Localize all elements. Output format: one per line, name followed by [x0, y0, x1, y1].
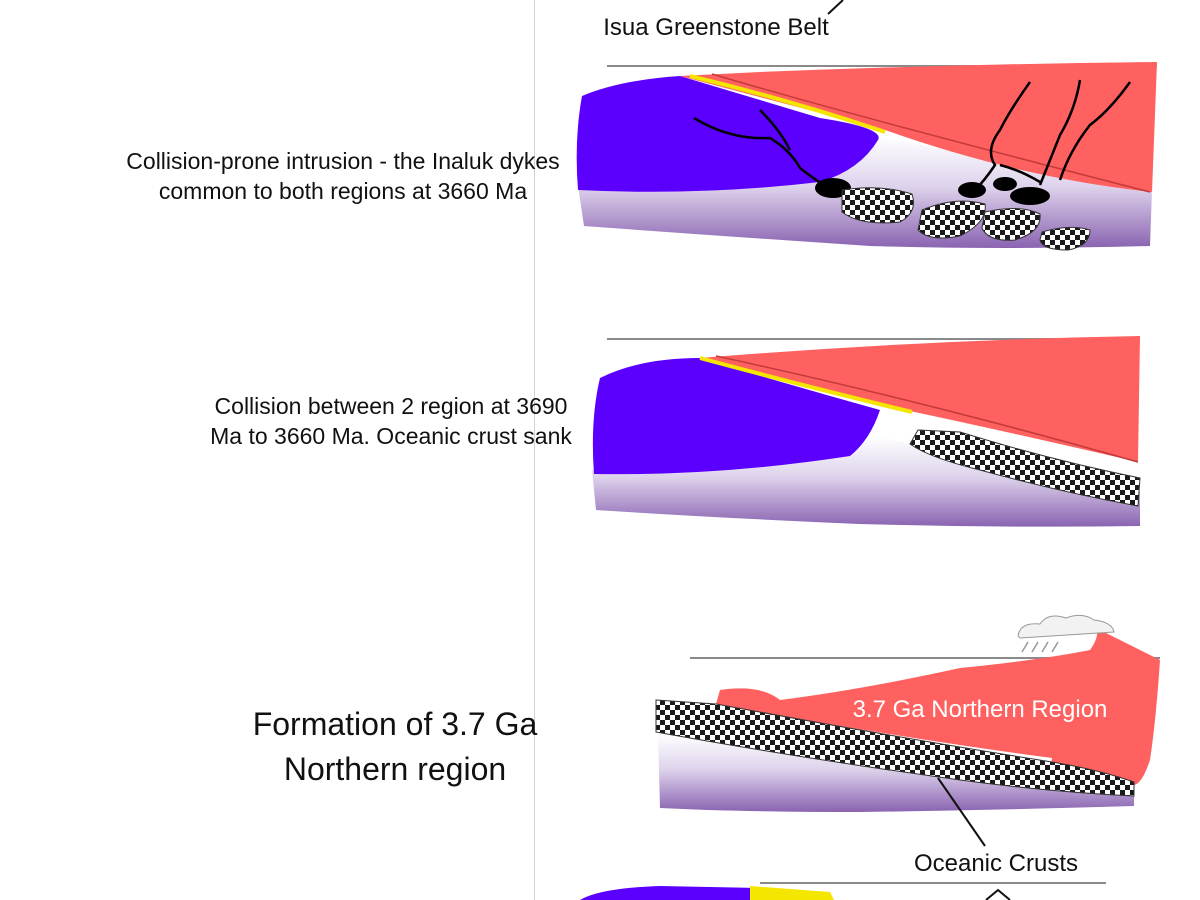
column-divider: [534, 0, 535, 900]
panel-3-caption: Formation of 3.7 Ga Northern region: [252, 706, 538, 788]
southern-block: [580, 886, 760, 900]
cloud-icon: [1017, 614, 1115, 639]
panel-2-caption: Collision between 2 region at 3690 Ma to…: [210, 393, 572, 450]
sinking-oceanic-crust: [909, 429, 1141, 507]
pointer-marker: [985, 888, 1011, 900]
northern-region-label: 3.7 Ga Northern Region: [852, 696, 1108, 723]
suture-zone: [750, 886, 834, 900]
northern-block: [716, 628, 1160, 786]
suture-zone: [689, 74, 886, 134]
oceanic-crust-slab: [655, 699, 1135, 797]
thrust-fault: [711, 73, 1151, 193]
inaluk-dykes: [693, 79, 1132, 191]
southern-block: [592, 358, 880, 475]
panel-1-caption: Collision-prone intrusion - the Inaluk d…: [126, 148, 560, 205]
isua-greenstone-belt-label: Isua Greenstone Belt: [603, 14, 829, 41]
panel-3-diagram: [655, 614, 1160, 847]
northern-block: [700, 336, 1140, 462]
sinking-oceanic-crust: [841, 187, 1091, 251]
rain-icon: [1021, 641, 1059, 653]
oceanic-crusts-label: Oceanic Crusts: [913, 850, 1079, 877]
thrust-fault: [715, 355, 1139, 463]
isua-pointer-line: [827, 0, 844, 15]
panel-4-diagram-partial: [580, 882, 1106, 900]
northern-block: [680, 62, 1157, 192]
suture-zone: [699, 356, 913, 414]
mantle-layer: [658, 734, 1134, 812]
panel-1-diagram: [576, 62, 1157, 251]
oceanic-pointer-line: [937, 777, 986, 847]
panel-2-diagram: [592, 336, 1141, 527]
